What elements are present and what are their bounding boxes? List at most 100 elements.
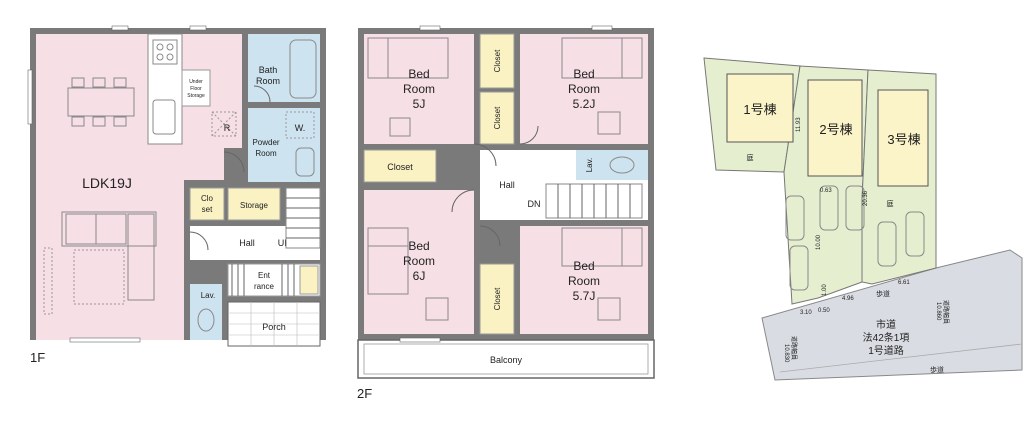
bed1-label-3: 5J <box>413 97 426 111</box>
bath-room <box>248 34 320 102</box>
floor2-label: 2F <box>357 386 372 401</box>
bed2-label-1: Bed <box>573 67 594 81</box>
bedroom-5-7j <box>520 226 648 334</box>
dim-3-10: 3.10 <box>800 310 812 316</box>
lav-2f-label: Lav. <box>585 158 594 173</box>
kitchen-counter <box>147 33 183 145</box>
dim-1-00: 1.00 <box>822 284 828 296</box>
underfloor-label-1: Under <box>189 79 203 85</box>
underfloor-label-3: Storage <box>187 93 205 99</box>
powder-label-1: Powder <box>252 138 279 147</box>
dim-11-93: 11.93 <box>796 117 802 132</box>
entrance-label-2: rance <box>254 282 275 291</box>
sink-icon <box>152 99 176 135</box>
closet-1f <box>189 187 225 221</box>
toilet-icon-2f <box>609 156 635 174</box>
bed2-label-3: 5.2J <box>573 97 596 111</box>
bed2-label-2: Room <box>568 82 600 96</box>
road-label-3: 1号道路 <box>868 344 904 357</box>
building-3 <box>877 89 929 187</box>
balcony <box>357 339 655 379</box>
hall-1f-label: Hall <box>239 238 255 248</box>
garden-1-label: 庭 <box>747 153 754 162</box>
closet-a-label: Closet <box>493 49 502 72</box>
bedroom-5-2j <box>520 34 648 144</box>
bed4-label-1: Bed <box>573 259 594 273</box>
tv-board <box>43 247 53 315</box>
closet-1f-label-1: Clo <box>201 194 214 203</box>
dining-table <box>67 87 135 117</box>
bed3-label-3: 6J <box>413 269 426 283</box>
road-width-1-label: 道路幅員 <box>790 336 798 360</box>
storage-1f-label: Storage <box>240 201 269 210</box>
dim-10-00: 10.00 <box>816 234 822 250</box>
closet-d <box>479 263 515 335</box>
washer-label: W. <box>295 123 306 133</box>
lav-1f-label: Lav. <box>201 291 216 300</box>
building-1 <box>726 73 794 143</box>
hall-2f-label: Hall <box>499 180 515 190</box>
underfloor-label-2: Floor <box>190 86 202 92</box>
floor2-plan: Bed Room 5J Bed Room 5.2J Bed Room 6J Be… <box>357 25 655 401</box>
road-width-1-value: 10.830 <box>783 344 789 363</box>
dn-label: DN <box>528 199 541 209</box>
bed4-label-2: Room <box>568 274 600 288</box>
floor1-label: 1F <box>30 350 45 365</box>
bed3-label-2: Room <box>403 254 435 268</box>
bed4-label-3: 5.7J <box>573 289 596 303</box>
closet-c <box>363 149 437 183</box>
sidewalk-2-label: 歩道 <box>930 365 944 374</box>
fridge-label: R <box>224 123 231 133</box>
ldk-label: LDK19J <box>82 175 132 191</box>
road-width-2-label: 道路幅員 <box>942 300 950 324</box>
balcony-label: Balcony <box>490 355 523 365</box>
closet-a <box>479 33 515 89</box>
road-width-2-value: 10.860 <box>935 302 941 321</box>
underfloor-storage <box>181 69 211 107</box>
site-plan: 1号棟 2号棟 3号棟 庭 庭 11.93 0.63 20.36 10.00 1… <box>703 57 1023 381</box>
sofa <box>61 211 157 247</box>
bed1-label-1: Bed <box>408 67 429 81</box>
bathtub-icon <box>289 39 317 99</box>
bed1-label-2: Room <box>403 82 435 96</box>
dim-4-96: 4.96 <box>842 296 854 302</box>
building-2-label: 2号棟 <box>819 122 852 137</box>
dim-6-61: 6.61 <box>898 280 910 286</box>
closet-d-label: Closet <box>493 287 502 310</box>
lavatory-2f <box>576 150 648 180</box>
stove-icon <box>152 39 178 65</box>
closet-b <box>479 91 515 145</box>
road-label-2: 法42条1項 <box>863 331 910 344</box>
toilet-icon-1f <box>197 308 215 332</box>
building-2 <box>807 79 863 177</box>
storage-1f <box>227 187 281 221</box>
dim-20-36: 20.36 <box>863 190 869 206</box>
floor1-plan: Under Floor Storage R LDK19J Bath Room W… <box>27 25 326 365</box>
building-3-label: 3号棟 <box>887 132 920 147</box>
washbasin-icon <box>295 147 315 177</box>
building-1-label: 1号棟 <box>743 102 776 117</box>
bed3-label-1: Bed <box>408 239 429 253</box>
powder-label-2: Room <box>255 149 277 158</box>
dim-0-50: 0.50 <box>818 308 830 314</box>
bath-label-2: Room <box>256 76 280 86</box>
porch-label: Porch <box>262 322 286 332</box>
sidewalk-1-label: 歩道 <box>876 289 890 298</box>
garden-3-label: 庭 <box>887 199 894 208</box>
closet-b-label: Closet <box>493 106 502 129</box>
ldk-room <box>36 34 242 340</box>
entrance-label-1: Ent <box>258 271 271 280</box>
bath-label-1: Bath <box>259 65 278 75</box>
dim-0-63: 0.63 <box>820 188 832 194</box>
bedroom-6j <box>364 190 474 334</box>
washer-space <box>285 111 315 139</box>
fridge-space <box>211 111 237 137</box>
closet-1f-label-2: set <box>202 205 213 214</box>
closet-c-label: Closet <box>387 162 413 172</box>
bedroom-5j <box>364 34 474 144</box>
road-label-1: 市道 <box>876 318 896 331</box>
rug <box>73 249 125 305</box>
up-label: UP <box>278 238 291 248</box>
